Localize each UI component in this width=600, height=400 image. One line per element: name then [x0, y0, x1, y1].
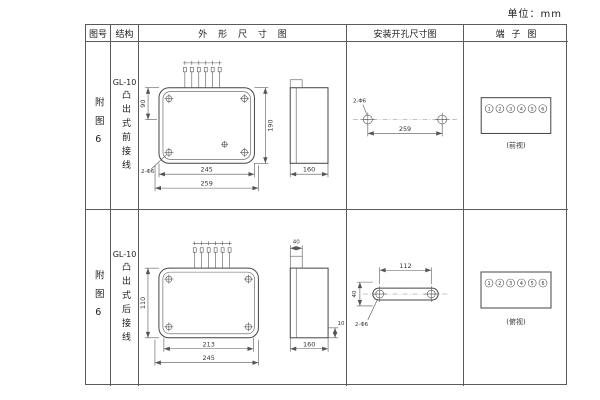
- row2-install-cell: 112 40 2-Φ6: [347, 210, 464, 386]
- dim-label: 259: [201, 180, 213, 188]
- dim-label: 112: [399, 262, 411, 270]
- drill-holes: [372, 286, 439, 302]
- header-structure: 结构: [111, 25, 139, 42]
- front-view: [158, 60, 255, 164]
- terminal-number: 6: [541, 106, 544, 112]
- side-view: [289, 79, 329, 164]
- terminal-circles: 1 2 3 4 5 6: [484, 104, 548, 113]
- row2-outline-cell: 110 213 245 40 10: [139, 210, 347, 386]
- terminal-pins: [192, 241, 232, 269]
- dim-label: 40: [293, 239, 300, 245]
- terminal-diagram-front-wiring: 1 2 3 4 5 6 (前视): [480, 97, 552, 149]
- install-drawing-front-wiring: 2-Φ6 259: [352, 99, 458, 137]
- structure-label: 凸出式后接线: [120, 262, 130, 346]
- dim-label: 40: [352, 290, 358, 297]
- row2-terminal-cell: 1 2 3 4 5 6 (俯视): [464, 210, 568, 386]
- side-view: [289, 255, 329, 339]
- terminal-number: 2: [498, 281, 501, 287]
- terminal-number: 6: [541, 281, 544, 287]
- view-caption: (前视): [506, 140, 526, 149]
- terminal-pins: [182, 60, 222, 88]
- mounting-holes: [164, 94, 249, 157]
- dim-label: 245: [201, 166, 213, 174]
- terminal-circles: 1 2 3 4 5 6: [484, 278, 548, 288]
- terminal-number: 3: [509, 281, 512, 287]
- mounting-holes: [164, 274, 253, 332]
- figure-no-text: 附图6: [92, 269, 104, 327]
- structure-label: 凸出式前接线: [120, 89, 130, 174]
- dim-label: 245: [202, 354, 214, 362]
- terminal-diagram-rear-wiring: 1 2 3 4 5 6 (俯视): [480, 271, 552, 326]
- mounting-slot: [372, 287, 439, 301]
- row1-outline-cell: 2-Φ6 90 190 245 259: [139, 42, 347, 210]
- front-view: [158, 241, 259, 339]
- terminal-number: 5: [531, 281, 534, 287]
- terminal-number: 2: [498, 106, 501, 112]
- outline-drawing-rear-wiring: 110 213 245 40 10: [139, 239, 345, 366]
- terminal-number: 4: [520, 106, 523, 112]
- terminal-number: 1: [488, 106, 491, 112]
- header-outline-dims: 外 形 尺 寸 图: [139, 25, 347, 42]
- header-install-dims: 安装开孔尺寸图: [347, 25, 464, 42]
- header-terminal-diagram: 端 子 图: [464, 25, 568, 42]
- figure-no-text: 附图6: [92, 97, 104, 154]
- dim-label: 160: [303, 340, 315, 348]
- terminal-number: 4: [520, 281, 523, 287]
- terminal-number: 1: [487, 281, 490, 287]
- unit-label: 单位：mm: [507, 9, 562, 20]
- view-caption: (俯视): [506, 317, 526, 326]
- row1-structure: GL-10 凸出式前接线: [111, 42, 139, 210]
- model-label: GL-10: [112, 77, 137, 87]
- dim-label: 110: [139, 297, 147, 309]
- terminal-number: 5: [531, 106, 534, 112]
- row1-terminal-cell: 1 2 3 4 5 6 (前视): [464, 42, 568, 210]
- dim-label: 160: [303, 166, 315, 174]
- row2-structure: GL-10 凸出式后接线: [111, 210, 139, 386]
- row2-figure-no: 附图6: [86, 210, 111, 386]
- row1-install-cell: 2-Φ6 259: [347, 42, 464, 210]
- header-figure-no: 图号: [86, 25, 111, 42]
- dim-label: 259: [399, 125, 411, 133]
- row1-figure-no: 附图6: [86, 42, 111, 210]
- dim-label: 213: [202, 340, 214, 348]
- model-label: GL-10: [112, 250, 137, 259]
- hole-callout: 2-Φ6: [141, 169, 155, 175]
- terminal-number: 3: [509, 106, 512, 112]
- dim-label: 90: [139, 100, 147, 108]
- dim-label: 190: [266, 119, 274, 131]
- install-drawing-rear-wiring: 112 40 2-Φ6: [352, 262, 449, 328]
- dim-label: 10: [338, 321, 345, 327]
- hole-callout: 2-Φ6: [353, 99, 367, 105]
- hole-callout: 2-Φ6: [355, 322, 369, 328]
- drill-holes: [360, 112, 450, 127]
- dimension-table: 图号 结构 外 形 尺 寸 图 安装开孔尺寸图 端 子 图 附图6 GL-10 …: [85, 24, 568, 386]
- outline-drawing-front-wiring: 2-Φ6 90 190 245 259: [139, 60, 329, 192]
